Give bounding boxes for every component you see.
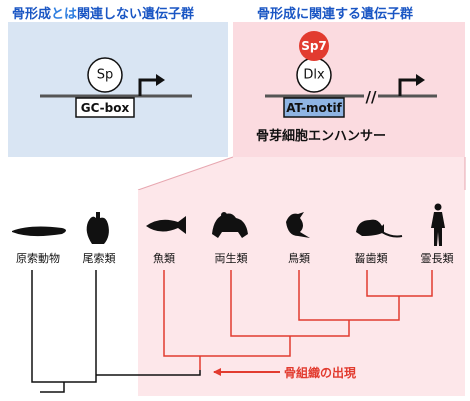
heading-part: 骨形成 bbox=[12, 7, 52, 22]
zoom-wedge bbox=[138, 157, 465, 190]
transcription-start-arrow-icon bbox=[138, 78, 158, 96]
left-gene-diagram: GC-box Sp bbox=[40, 57, 192, 118]
heading-part: 関連しない遺伝子群 bbox=[77, 7, 195, 22]
at-motif-label: AT-motif bbox=[286, 101, 342, 115]
sp7-factor-label: Sp7 bbox=[301, 39, 327, 53]
right-gene-diagram: // AT-motif Dlx Sp7 bbox=[265, 31, 437, 118]
transcription-start-arrow-icon bbox=[398, 78, 418, 96]
enhancer-label: 骨芽細胞エンハンサー bbox=[256, 129, 387, 144]
left-panel-background bbox=[8, 22, 228, 157]
taxon-label: 鳥類 bbox=[288, 251, 310, 265]
taxon-label: 齧歯類 bbox=[355, 251, 388, 265]
taxon-label: 両生類 bbox=[215, 251, 248, 265]
zoom-line-left bbox=[137, 156, 234, 191]
rodent-icon bbox=[356, 219, 403, 238]
arrowhead-icon bbox=[416, 74, 425, 86]
at-motif-box bbox=[283, 97, 345, 118]
frog-icon bbox=[212, 212, 248, 238]
left-panel-heading: 骨形成とは関連しない遺伝子群 bbox=[12, 3, 194, 22]
phylogeny-outgroup-branches bbox=[31, 270, 201, 393]
taxon-label: 魚類 bbox=[153, 252, 175, 265]
sp-factor bbox=[87, 57, 123, 93]
sp7-factor bbox=[299, 31, 329, 61]
gc-box bbox=[75, 97, 135, 118]
right-panel-heading: 骨形成に関連する遺伝子群 bbox=[257, 7, 414, 22]
lancelet-icon bbox=[12, 226, 66, 237]
taxon-label: 原索動物 bbox=[16, 251, 60, 265]
dlx-factor-label: Dlx bbox=[303, 68, 325, 83]
phylogeny-vertebrate-branches bbox=[163, 270, 433, 370]
sp-factor-label: Sp bbox=[97, 68, 114, 83]
right-panel-background bbox=[233, 22, 465, 157]
heading-part-highlight: とは bbox=[51, 7, 78, 22]
taxon-label: 霊長類 bbox=[421, 252, 454, 265]
bird-icon bbox=[286, 212, 310, 238]
taxon-label: 尾索類 bbox=[83, 251, 116, 265]
dna-break-mark: // bbox=[366, 88, 377, 106]
arrowhead-icon bbox=[156, 74, 165, 86]
tunicate-icon bbox=[86, 212, 109, 244]
gc-box-label: GC-box bbox=[81, 101, 130, 115]
fish-icon bbox=[146, 216, 186, 234]
human-icon bbox=[431, 203, 445, 246]
bone-tissue-label: 骨組織の出現 bbox=[284, 366, 357, 380]
